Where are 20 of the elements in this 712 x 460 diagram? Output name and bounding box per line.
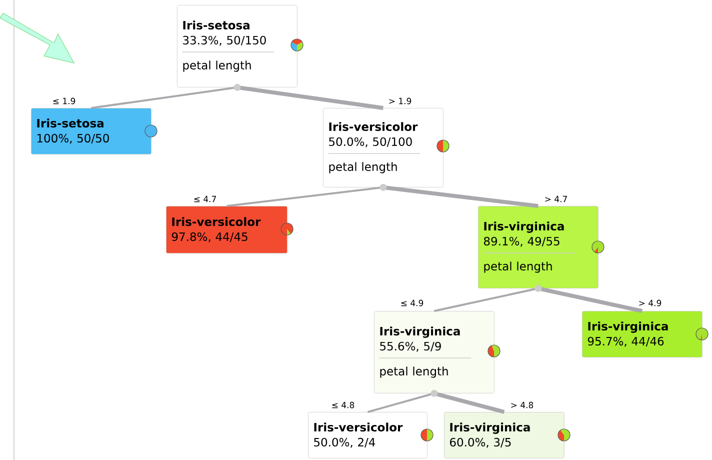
leaf-node-box: Iris-virginica 60.0%, 3/5: [444, 412, 564, 458]
edge-label: > 4.9: [639, 300, 662, 306]
split-node-box: Iris-virginica 89.1%, 49/55 petal length: [478, 206, 598, 288]
edge-label: ≤ 1.9: [53, 98, 76, 104]
leaf-node-box: Iris-versicolor 97.8%, 44/45: [166, 206, 288, 254]
leaf-node-box: Iris-virginica 95.7%, 44/46: [582, 311, 702, 358]
branch-line: [434, 391, 505, 414]
branch-line: [538, 286, 643, 313]
edge-label: > 4.8: [511, 402, 534, 408]
split-node-box: Iris-setosa 33.3%, 50/150 petal length: [177, 5, 298, 88]
branch-line: [367, 392, 434, 413]
edge-label: ≤ 4.7: [194, 196, 216, 202]
edge-label: > 1.9: [389, 98, 412, 104]
leaf-node-box: Iris-setosa 100%, 50/50: [31, 108, 152, 154]
edge-label: ≤ 4.8: [332, 402, 354, 408]
leaf-node-box: Iris-versicolor 50.0%, 2/4: [308, 412, 428, 458]
edge-label: > 4.7: [545, 196, 567, 202]
split-node-box: Iris-virginica 55.6%, 5/9 petal length: [374, 311, 494, 394]
edge-label: ≤ 4.9: [401, 300, 424, 306]
split-node-box: Iris-versicolor 50.0%, 50/100 petal length: [323, 108, 444, 188]
